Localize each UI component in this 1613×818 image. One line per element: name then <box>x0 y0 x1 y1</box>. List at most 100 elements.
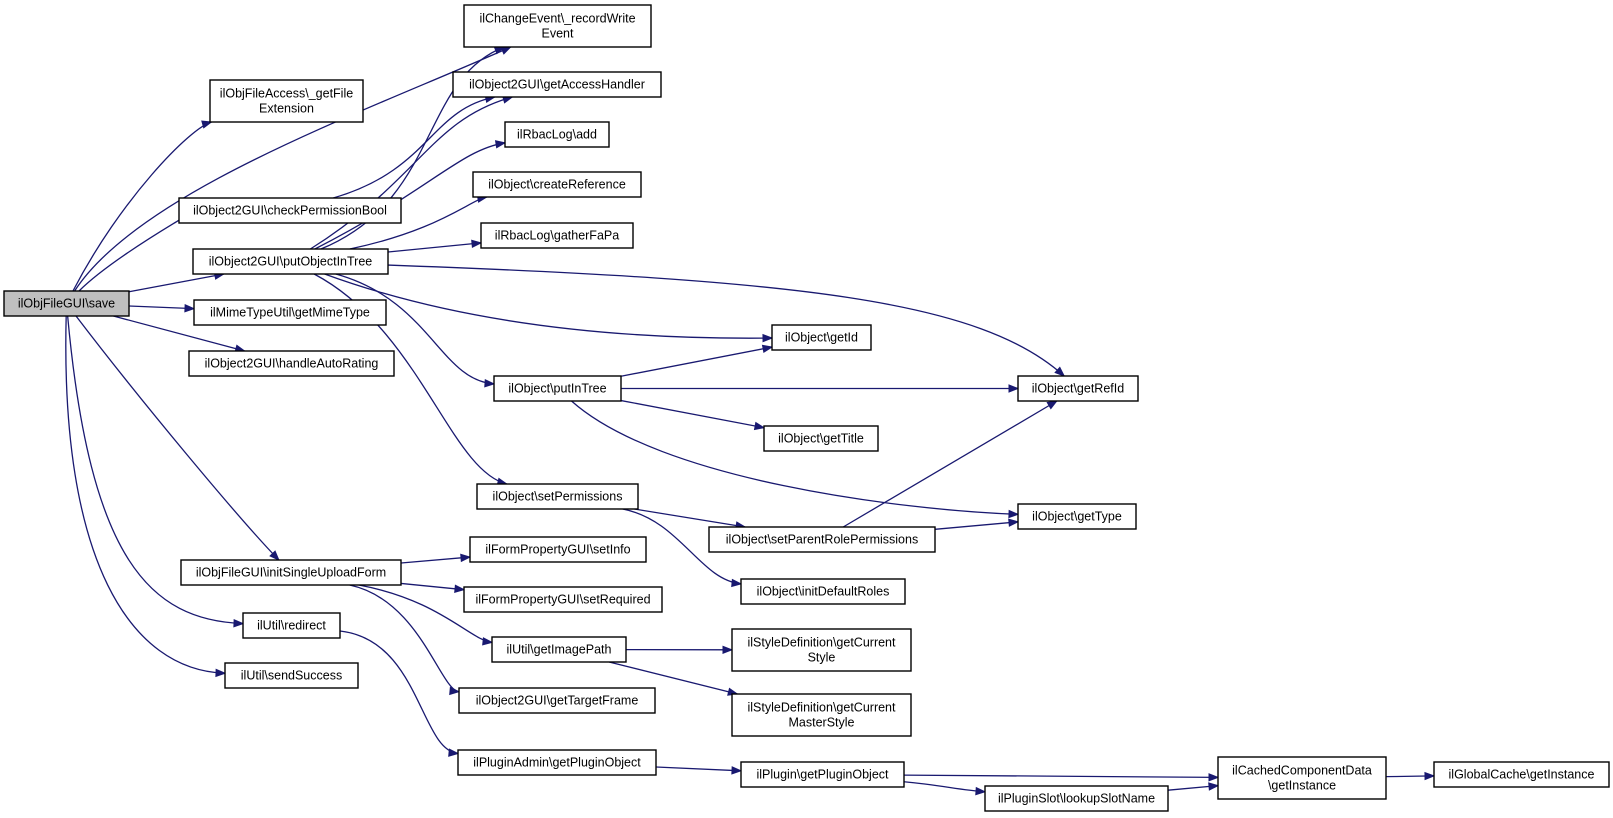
edge-line <box>400 582 465 591</box>
edge-arrowhead <box>494 140 507 149</box>
edge-putObj-to-rbacAdd <box>314 140 507 250</box>
node-save[interactable]: ilObjFileGUI\save <box>3 290 130 317</box>
node-setPerms[interactable]: ilObject\setPermissions <box>476 483 639 510</box>
node-setInfo[interactable]: ilFormPropertyGUI\setInfo <box>469 536 647 563</box>
node-label: ilObjFileAccess\_getFile <box>220 87 353 101</box>
edge-arrowhead <box>753 421 766 431</box>
node-box <box>242 612 341 639</box>
node-box <box>763 425 879 452</box>
node-lookupSlot[interactable]: ilPluginSlot\lookupSlotName <box>984 785 1169 812</box>
edge-putObj-to-gatherFaPa <box>387 239 483 253</box>
node-box <box>493 375 622 402</box>
node-label: ilObjFileGUI\save <box>18 297 115 311</box>
edge-arrowhead <box>1208 782 1220 791</box>
edge-arrowhead <box>201 120 213 129</box>
node-box <box>740 761 905 788</box>
node-mime[interactable]: ilMimeTypeUtil\getMimeType <box>193 299 387 326</box>
node-label: \getInstance <box>1268 779 1336 793</box>
edge-arrowhead <box>449 686 461 696</box>
node-box <box>178 197 402 224</box>
node-box <box>224 662 359 689</box>
node-box <box>457 749 657 776</box>
edge-line <box>622 508 742 585</box>
edge-line <box>65 315 226 674</box>
node-label: ilRbacLog\add <box>517 128 597 142</box>
node-adminPlugin[interactable]: ilPluginAdmin\getPluginObject <box>457 749 657 776</box>
edge-arrowhead <box>233 619 245 628</box>
node-cachedComp[interactable]: ilCachedComponentData\getInstance <box>1217 756 1387 800</box>
node-accessHandler[interactable]: ilObject2GUI\getAccessHandler <box>452 71 662 98</box>
edge-putInTree-to-getTitle <box>620 399 766 431</box>
edge-arrowhead <box>731 578 743 588</box>
node-box <box>731 693 912 737</box>
edge-save-to-putObj <box>128 271 226 293</box>
node-getRefId[interactable]: ilObject\getRefId <box>1017 375 1139 402</box>
node-label: ilMimeTypeUtil\getMimeType <box>210 306 370 320</box>
node-sendSuccess[interactable]: ilUtil\sendSuccess <box>224 662 359 689</box>
edge-initForm-to-setInfo <box>400 553 472 564</box>
node-label: ilGlobalCache\getInstance <box>1449 768 1595 782</box>
node-setRequired[interactable]: ilFormPropertyGUI\setRequired <box>463 586 663 613</box>
node-label: ilObject\createReference <box>488 178 626 192</box>
node-gatherFaPa[interactable]: ilRbacLog\gatherFaPa <box>480 222 634 249</box>
edge-putObj-to-putInTree <box>335 273 496 388</box>
edge-line <box>634 508 746 528</box>
node-label: ilObject\getType <box>1032 510 1122 524</box>
node-box <box>209 79 364 123</box>
edge-arrowhead <box>448 748 460 757</box>
edge-arrowhead <box>1008 509 1020 519</box>
node-label: ilFormPropertyGUI\setInfo <box>485 543 630 557</box>
edge-arrowhead <box>722 645 734 655</box>
edge-line <box>349 584 460 693</box>
edge-setParentRole-to-getType <box>934 518 1020 530</box>
edge-arrowhead <box>731 766 743 775</box>
edge-line <box>339 630 459 755</box>
edge-initForm-to-setRequired <box>400 582 466 593</box>
edge-arrowhead <box>1046 400 1058 410</box>
node-label: ilObject2GUI\putObjectInTree <box>209 255 373 269</box>
node-box <box>1217 756 1387 800</box>
edge-arrowhead <box>762 333 774 343</box>
node-rbacAdd[interactable]: ilRbacLog\add <box>504 121 610 148</box>
node-initForm[interactable]: ilObjFileGUI\initSingleUploadForm <box>180 559 402 586</box>
node-label: ilObject2GUI\getAccessHandler <box>469 78 645 92</box>
edge-putInTree-to-getType <box>571 400 1020 519</box>
node-autoRating[interactable]: ilObject2GUI\handleAutoRating <box>188 350 395 377</box>
node-getType[interactable]: ilObject\getType <box>1017 503 1137 530</box>
edge-arrowhead <box>1208 773 1220 782</box>
node-label: ilUtil\redirect <box>257 619 326 633</box>
node-putObj[interactable]: ilObject2GUI\putObjectInTree <box>192 248 389 275</box>
node-getId[interactable]: ilObject\getId <box>771 324 872 351</box>
node-createRef[interactable]: ilObject\createReference <box>472 171 642 198</box>
edge-line <box>608 661 738 695</box>
node-box <box>504 121 610 148</box>
edge-putObj-to-getId <box>324 273 774 343</box>
edge-line <box>335 273 495 385</box>
node-putInTree[interactable]: ilObject\putInTree <box>493 375 622 402</box>
edge-arrowhead <box>1054 366 1066 377</box>
node-getTitle[interactable]: ilObject\getTitle <box>763 425 879 452</box>
edge-arrowhead <box>269 550 280 561</box>
node-checkPerm[interactable]: ilObject2GUI\checkPermissionBool <box>178 197 402 224</box>
edge-redirect-to-adminPlugin <box>339 630 460 757</box>
node-label: ilObject\getRefId <box>1032 382 1124 396</box>
node-label: ilPluginAdmin\getPluginObject <box>473 756 641 770</box>
node-setParentRole[interactable]: ilObject\setParentRolePermissions <box>708 526 936 553</box>
node-redirect[interactable]: ilUtil\redirect <box>242 612 341 639</box>
node-imagePath[interactable]: ilUtil\getImagePath <box>491 636 627 663</box>
node-globalCache[interactable]: ilGlobalCache\getInstance <box>1433 761 1610 788</box>
node-initRoles[interactable]: ilObject\initDefaultRoles <box>740 578 906 605</box>
node-box <box>469 536 647 563</box>
edge-line <box>571 400 1019 515</box>
edge-line <box>655 766 742 772</box>
node-targetFrame[interactable]: ilObject2GUI\getTargetFrame <box>458 687 656 714</box>
node-pluginObj[interactable]: ilPlugin\getPluginObject <box>740 761 905 788</box>
node-box <box>188 350 395 377</box>
edge-line <box>78 219 180 292</box>
edge-save-to-getFileExt <box>72 120 213 292</box>
edge-line <box>72 121 212 292</box>
